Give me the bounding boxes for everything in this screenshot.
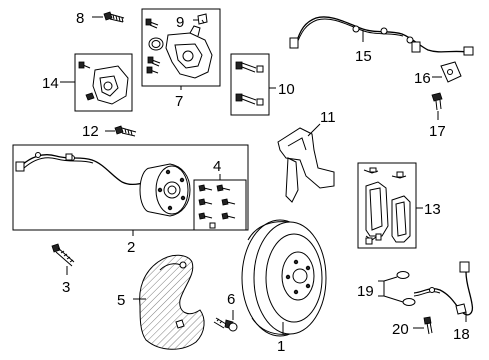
- callout-16: 16: [414, 70, 431, 87]
- callout-9: 9: [176, 14, 184, 31]
- part-7-caliper-group: 9 7: [141, 8, 221, 110]
- part-10-bolts-group: 10: [230, 53, 295, 116]
- callout-14: 14: [42, 75, 59, 92]
- callout-8: 8: [76, 10, 84, 27]
- part-3-bolt: 3: [51, 243, 75, 296]
- callout-11: 11: [320, 109, 336, 126]
- callout-17: 17: [429, 123, 446, 140]
- part-13-brake-pads-group: 13: [357, 162, 441, 249]
- part-16-bracket: 16: [414, 61, 462, 87]
- part-5-splash-shield: 5: [117, 254, 205, 350]
- part-20-bolt: 20: [392, 316, 433, 338]
- part-15-abs-sensor-wire: 15: [289, 16, 474, 65]
- part-11-caliper-bracket: 11: [277, 109, 336, 203]
- part-19-grommets: 19: [357, 271, 416, 306]
- callout-10: 10: [278, 81, 295, 98]
- part-2-hub-group: 4 2: [12, 144, 249, 256]
- part-4-stud-set: [198, 184, 236, 229]
- callout-5: 5: [117, 292, 125, 309]
- part-18-sensor-wire: 18: [413, 261, 474, 343]
- callout-4: 4: [213, 158, 221, 175]
- part-17-bolt: 17: [429, 92, 446, 140]
- part-14-caliper-housing-group: 14: [42, 53, 133, 112]
- callout-18: 18: [453, 326, 470, 343]
- callout-13: 13: [424, 201, 441, 218]
- part-8-bolt: 8: [76, 10, 125, 27]
- callout-12: 12: [82, 123, 99, 140]
- callout-3: 3: [62, 279, 70, 296]
- part-12-bolt: 12: [82, 123, 137, 140]
- callout-15: 15: [355, 48, 372, 65]
- callout-19: 19: [357, 283, 374, 300]
- part-1-brake-rotor: 1: [241, 219, 327, 355]
- callout-6: 6: [227, 291, 235, 308]
- callout-2: 2: [127, 239, 135, 256]
- part-6-bolt: 6: [213, 291, 238, 332]
- callout-20: 20: [392, 321, 409, 338]
- callout-1: 1: [277, 338, 285, 355]
- callout-7: 7: [175, 93, 183, 110]
